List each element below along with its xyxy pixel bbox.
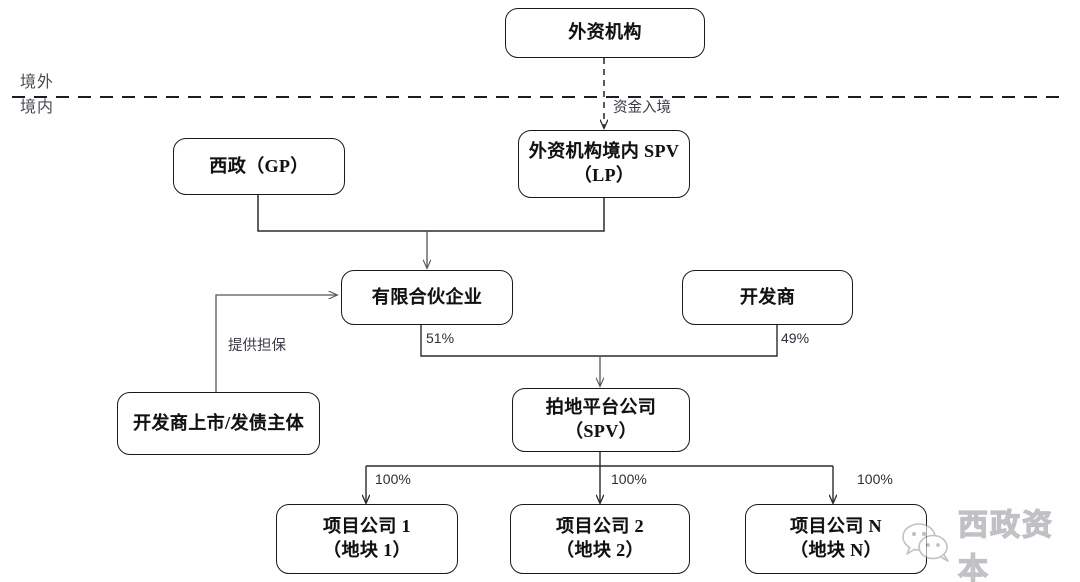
edge-label-provide-guarantee: 提供担保	[228, 338, 286, 354]
zone-label-onshore: 境内	[20, 99, 55, 116]
node-developer[interactable]: 开发商	[682, 270, 853, 325]
node-land-platform-spv-line2: （SPV）	[564, 421, 637, 441]
node-project-company-2[interactable]: 项目公司 2 （地块 2）	[510, 504, 690, 574]
node-limited-partnership-label: 有限合伙企业	[371, 286, 483, 307]
watermark: 西政资本	[900, 500, 1080, 582]
node-xizheng-gp-label: 西政（GP）	[209, 155, 309, 176]
node-onshore-spv-lp[interactable]: 外资机构境内 SPV （LP）	[518, 130, 690, 198]
node-project-company-n-line1: 项目公司 N	[790, 516, 882, 537]
node-foreign-institution[interactable]: 外资机构	[505, 8, 705, 58]
watermark-text: 西政资本	[957, 508, 1054, 582]
edge-label-project1-share: 100%	[375, 471, 411, 487]
edge-label-projectn-share: 100%	[857, 471, 893, 487]
node-developer-listed-entity[interactable]: 开发商上市/发债主体	[117, 392, 320, 455]
node-project-company-1[interactable]: 项目公司 1 （地块 1）	[276, 504, 458, 574]
edge-label-developer-share: 49%	[781, 330, 810, 346]
node-project-company-1-line2: （地块 1）	[323, 540, 411, 560]
node-xizheng-gp[interactable]: 西政（GP）	[173, 138, 345, 195]
node-onshore-spv-lp-line2: （LP）	[573, 165, 635, 185]
node-developer-label: 开发商	[739, 286, 796, 307]
wire-equity-51-49	[420, 325, 778, 357]
node-project-company-1-line1: 项目公司 1	[323, 516, 411, 537]
node-project-company-n[interactable]: 项目公司 N （地块 N）	[745, 504, 927, 574]
wechat-icon	[900, 520, 952, 569]
node-land-platform-spv-line1: 拍地平台公司	[545, 397, 657, 418]
node-project-company-n-line2: （地块 N）	[790, 540, 882, 560]
node-limited-partnership[interactable]: 有限合伙企业	[341, 270, 513, 325]
node-developer-listed-entity-label: 开发商上市/发债主体	[133, 412, 304, 433]
node-foreign-institution-label: 外资机构	[568, 22, 642, 43]
node-project-company-2-line2: （地块 2）	[556, 540, 644, 560]
node-land-platform-spv[interactable]: 拍地平台公司 （SPV）	[512, 388, 690, 452]
edge-label-project2-share: 100%	[611, 471, 647, 487]
node-project-company-2-line1: 项目公司 2	[556, 516, 644, 537]
edge-label-capital-inflow: 资金入境	[613, 100, 671, 116]
node-onshore-spv-lp-line1: 外资机构境内 SPV	[528, 141, 680, 162]
zone-label-offshore: 境外	[20, 74, 55, 91]
edge-label-lp-share: 51%	[426, 330, 455, 346]
wire-gp-to-partnership	[257, 195, 605, 232]
